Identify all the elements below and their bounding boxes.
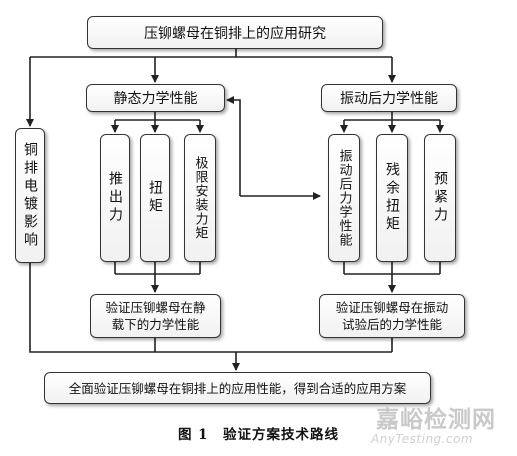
static-header-text: 静态力学性能 — [113, 91, 198, 107]
vibration-verify-box: 验证压铆螺母在振动 试验后的力学性能 — [319, 294, 465, 338]
figure-caption: 图 1 验证方案技术路线 — [177, 427, 340, 443]
static-item-torque-text: 扭矩 — [147, 180, 163, 216]
vibration-item-residual-torque-text: 残余扭矩 — [384, 162, 400, 234]
watermark-en: AnyTesting.com — [371, 432, 474, 446]
static-header-box: 静态力学性能 — [86, 84, 225, 112]
static-item-pushout-box: 推出力 — [100, 134, 130, 262]
vibration-item-residual-torque-box: 残余扭矩 — [376, 134, 408, 262]
electroplating-text: 铜排电镀影响 — [22, 141, 38, 250]
vibration-item-preload-text: 预紧力 — [432, 171, 448, 225]
vibration-header-box: 振动后力学性能 — [321, 84, 457, 112]
title-box: 压铆螺母在铜排上的应用研究 — [87, 16, 383, 49]
vibration-verify-line1: 验证压铆螺母在振动 — [335, 300, 449, 315]
vibration-header-text: 振动后力学性能 — [340, 91, 438, 107]
static-verify-box: 验证压铆螺母在静 载下的力学性能 — [90, 294, 221, 338]
static-item-torque-box: 扭矩 — [140, 134, 170, 262]
static-item-pushout-text: 推出力 — [107, 171, 123, 225]
final-box: 全面验证压铆螺母在铜排上的应用性能，得到合适的应用方案 — [44, 372, 431, 404]
static-verify-line2: 载下的力学性能 — [111, 317, 200, 332]
static-item-max-install-torque-box: 极限安装力矩 — [184, 134, 216, 262]
static-verify-line1: 验证压铆螺母在静 — [105, 300, 206, 315]
vibration-item-preload-box: 预紧力 — [424, 134, 456, 262]
final-text: 全面验证压铆螺母在铜排上的应用性能，得到合适的应用方案 — [68, 380, 407, 396]
title-text: 压铆螺母在铜排上的应用研究 — [144, 25, 326, 42]
vibration-item-props-text: 振动后力学性能 — [336, 149, 352, 247]
vibration-verify-line2: 试验后的力学性能 — [341, 317, 442, 332]
electroplating-box: 铜排电镀影响 — [15, 128, 45, 263]
static-item-max-install-torque-text: 极限安装力矩 — [192, 156, 208, 240]
vibration-item-props-box: 振动后力学性能 — [328, 134, 360, 262]
watermark-cn: 嘉峪检测网 — [376, 407, 496, 433]
